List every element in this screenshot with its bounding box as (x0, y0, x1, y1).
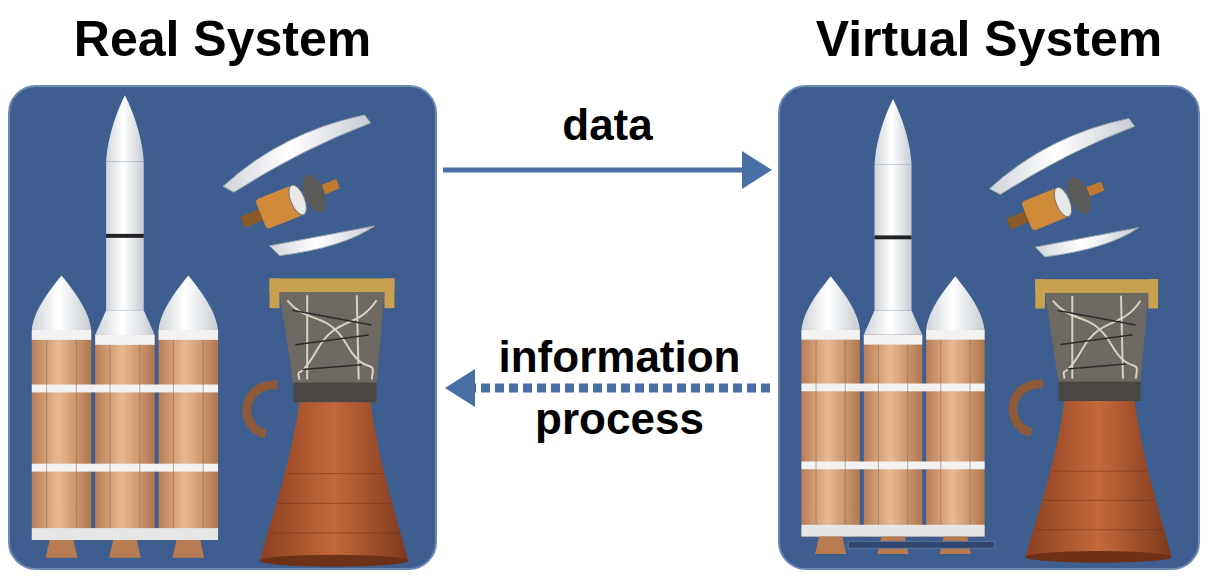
rocket-illustration (780, 87, 1198, 568)
rocket-illustration (10, 87, 435, 568)
flow-arrow (443, 151, 772, 189)
system-heading: Virtual System (740, 9, 1209, 69)
system-panel: Virtual System (778, 85, 1200, 570)
system-heading: Real System (0, 9, 475, 69)
system-panel: Real System (8, 85, 437, 570)
edge-label: information process (470, 326, 770, 450)
edge-label: data (562, 94, 652, 156)
